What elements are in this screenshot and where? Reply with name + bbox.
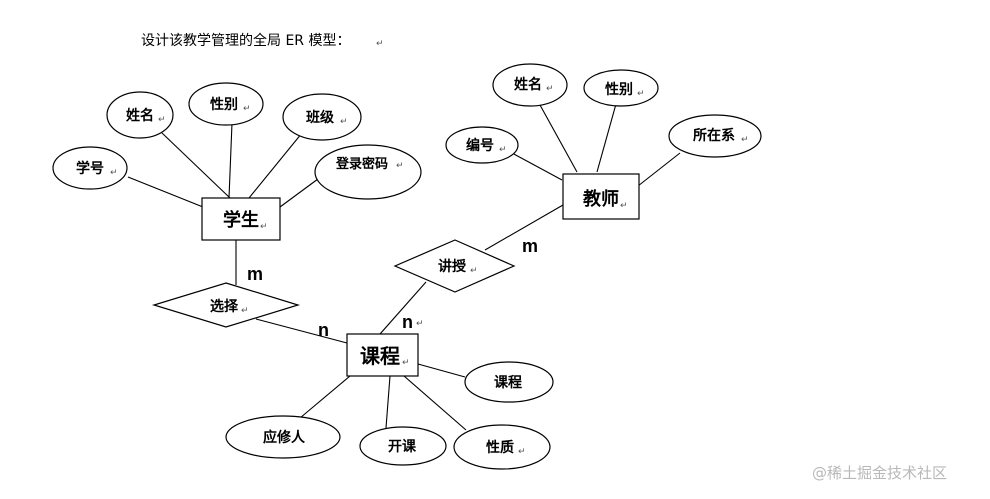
- cardinality-select-course: n: [318, 320, 329, 340]
- paragraph-mark: ↵: [741, 135, 749, 145]
- line-teach-course: [379, 281, 427, 335]
- student-attribute-id: 学号 ↵: [52, 146, 128, 190]
- attribute-label: 课程: [494, 375, 522, 391]
- teacher-attribute-id: 编号 ↵: [445, 126, 519, 164]
- entity-teacher: 教师 ↵: [562, 173, 640, 220]
- paragraph-mark: ↵: [470, 266, 478, 276]
- student-attribute-gender: 性别 ↵: [188, 82, 264, 126]
- cardinality-teach-teacher: m: [522, 236, 538, 256]
- line-student-gender: [228, 122, 233, 199]
- cardinality-student-select: m: [247, 264, 263, 284]
- attribute-label: 编号: [466, 137, 494, 154]
- paragraph-mark: ↵: [416, 319, 424, 329]
- attribute-ellipse: [359, 426, 447, 466]
- attribute-ellipse: [464, 361, 554, 403]
- paragraph-mark: ↵: [402, 358, 410, 368]
- paragraph-mark: ↵: [158, 115, 166, 125]
- relationship-diamond: [393, 239, 516, 293]
- course-attribute-required: 应修人: [225, 415, 341, 459]
- relationship-diamond: [151, 282, 301, 328]
- attribute-label: 姓名: [126, 107, 154, 124]
- entity-label: 教师: [583, 188, 619, 210]
- paragraph-mark: ↵: [243, 104, 251, 114]
- attribute-ellipse: [52, 146, 128, 190]
- attribute-label: 登录密码: [335, 156, 388, 172]
- line-teacher-name: [539, 104, 578, 173]
- cardinality-course-teach: n: [402, 312, 413, 332]
- attribute-ellipse: [492, 63, 568, 107]
- line-select-course: [255, 318, 348, 344]
- relationship-label: 选择: [210, 298, 239, 315]
- attribute-ellipse: [314, 144, 422, 200]
- paragraph-mark: ↵: [637, 89, 645, 99]
- line-teacher-teach: [484, 204, 564, 251]
- relationship-teach: 讲授 ↵: [393, 239, 516, 293]
- connector-lines: [127, 103, 681, 431]
- line-teacher-gender: [596, 103, 617, 173]
- watermark-text: @稀土掘金技术社区: [812, 464, 947, 482]
- line-course-course: [417, 363, 466, 378]
- course-attribute-course: 课程: [464, 361, 554, 403]
- entity-box: [562, 173, 640, 220]
- paragraph-mark: ↵: [518, 447, 526, 457]
- attribute-label: 学号: [76, 160, 104, 177]
- attribute-label: 性质: [486, 439, 514, 456]
- attribute-label: 开课: [388, 439, 417, 455]
- relationship-select: 选择 ↵: [151, 282, 301, 328]
- attribute-ellipse: [583, 69, 659, 107]
- attribute-ellipse: [445, 126, 519, 164]
- attribute-label: 姓名: [514, 76, 542, 93]
- line-course-required: [299, 375, 351, 419]
- line-teacher-id: [511, 152, 563, 181]
- diagram-heading: 设计该教学管理的全局 ER 模型：: [141, 32, 350, 49]
- entity-course: 课程 ↵: [346, 333, 419, 377]
- attribute-ellipse: [106, 91, 174, 139]
- paragraph-mark: ↵: [376, 39, 384, 49]
- paragraph-mark: ↵: [110, 168, 118, 178]
- paragraph-mark: ↵: [546, 84, 554, 94]
- attribute-label: 应修人: [263, 429, 306, 446]
- line-student-class: [248, 132, 303, 199]
- line-student-name: [161, 132, 231, 199]
- entity-box: [201, 197, 281, 241]
- line-student-password: [279, 175, 323, 208]
- teacher-attribute-name: 姓名 ↵: [492, 63, 568, 107]
- paragraph-mark: ↵: [620, 201, 628, 211]
- attribute-label: 所在系: [693, 127, 735, 144]
- attribute-label: 性别: [210, 96, 238, 113]
- paragraph-mark: ↵: [499, 145, 507, 155]
- course-attribute-nature: 性质 ↵: [453, 424, 551, 470]
- attribute-ellipse: [225, 415, 341, 459]
- line-student-id: [127, 176, 204, 208]
- attribute-label: 性别: [605, 81, 633, 98]
- paragraph-mark: ↵: [260, 222, 268, 232]
- attribute-ellipse: [453, 424, 551, 470]
- paragraph-mark: ↵: [396, 161, 404, 171]
- paragraph-mark: ↵: [241, 306, 249, 316]
- entity-label: 学生: [223, 209, 259, 231]
- student-attribute-password: 登录密码 ↵: [314, 144, 422, 200]
- entity-label: 课程: [360, 344, 400, 368]
- teacher-attribute-dept: 所在系 ↵: [668, 114, 762, 158]
- teacher-attribute-gender: 性别 ↵: [583, 69, 659, 107]
- line-course-open: [385, 375, 391, 429]
- attribute-ellipse: [282, 93, 362, 141]
- line-teacher-dept: [637, 152, 681, 187]
- attribute-ellipse: [668, 114, 762, 158]
- student-attribute-class: 班级 ↵: [282, 93, 362, 141]
- relationship-label: 讲授: [438, 258, 467, 275]
- attribute-ellipse: [188, 82, 264, 126]
- attribute-label: 班级: [306, 109, 335, 126]
- paragraph-mark: ↵: [340, 117, 348, 127]
- entity-student: 学生 ↵: [201, 197, 281, 241]
- line-course-nature: [403, 375, 467, 431]
- student-attribute-name: 姓名 ↵: [106, 91, 174, 139]
- course-attribute-open: 开课: [359, 426, 447, 466]
- entity-box: [346, 333, 419, 377]
